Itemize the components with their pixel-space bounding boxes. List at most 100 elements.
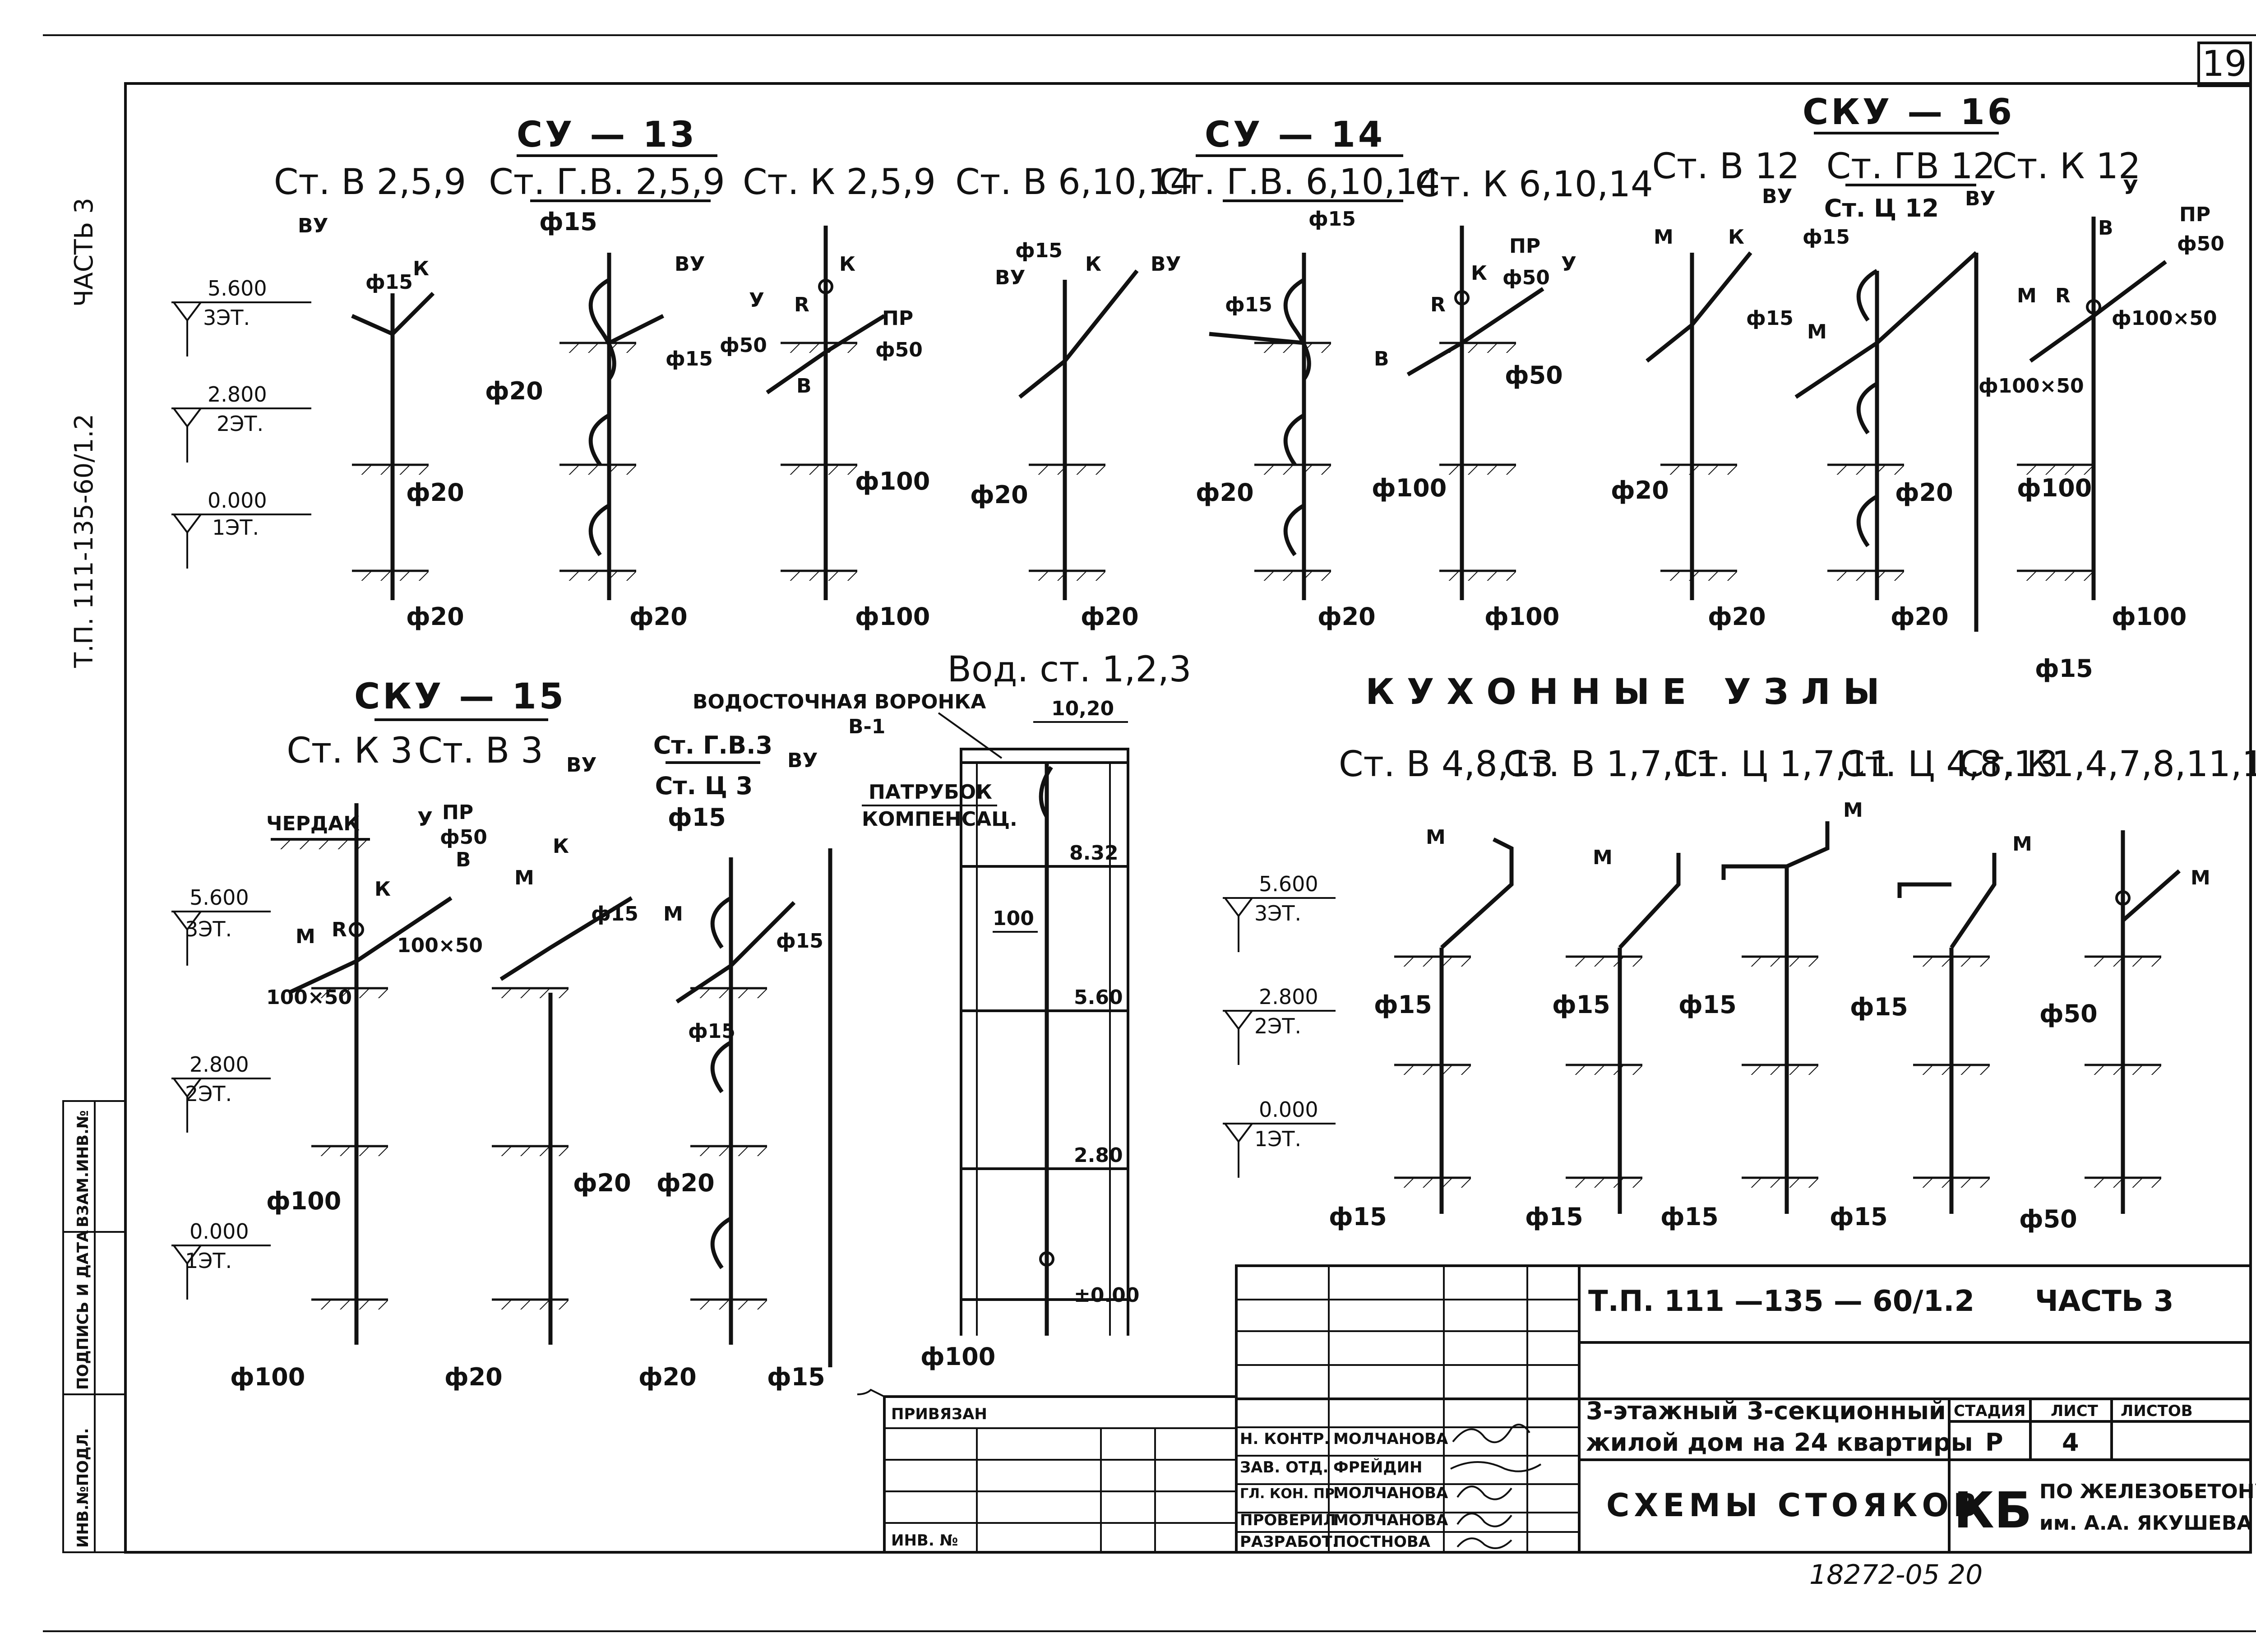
svg-text:8.32: 8.32 bbox=[1069, 842, 1119, 865]
svg-text:2.800: 2.800 bbox=[208, 382, 267, 407]
sku15-risers: ЧЕРДАК У ПР ф50 В К М R 100×50 100×50 ф1… bbox=[230, 749, 832, 1391]
svg-text:К: К bbox=[413, 257, 429, 280]
svg-text:ВУ: ВУ bbox=[298, 214, 328, 237]
riser-title: Ст. Г.В. 6,10,14 bbox=[1159, 162, 1440, 203]
svg-text:ВУ: ВУ bbox=[675, 253, 705, 276]
top-row-risers bbox=[352, 217, 2167, 632]
group-title-su13: СУ — 13 bbox=[517, 115, 697, 155]
svg-text:ф50: ф50 bbox=[875, 338, 923, 361]
riser-title: Ст. В 2,5,9 bbox=[274, 162, 466, 203]
tb-part: ЧАСТЬ 3 bbox=[2035, 1285, 2173, 1318]
svg-text:R: R bbox=[2055, 284, 2071, 307]
svg-text:ЛИСТ: ЛИСТ bbox=[2051, 1402, 2099, 1420]
svg-text:М: М bbox=[1426, 826, 1446, 849]
level-marks-top: 5.600 3ЭТ. 2.800 2ЭТ. 0.000 1ЭТ. bbox=[171, 276, 311, 569]
svg-text:ф15: ф15 bbox=[776, 930, 823, 953]
level-marks-bottom-left: 5.600 3ЭТ. 2.800 2ЭТ. 0.000 1ЭТ. bbox=[171, 885, 271, 1300]
riser-title: Ст. Г.В.3 bbox=[653, 731, 772, 759]
svg-text:ВЗАМ.ИНВ.№: ВЗАМ.ИНВ.№ bbox=[74, 1110, 92, 1227]
svg-text:К: К bbox=[1471, 262, 1487, 285]
signature bbox=[1452, 1424, 1530, 1444]
svg-text:0.000: 0.000 bbox=[190, 1219, 249, 1244]
svg-text:R: R bbox=[332, 918, 347, 941]
svg-text:R: R bbox=[794, 293, 809, 316]
top-row-labels: ВУ ф15 К ф20 ф20 ф15 ВУ ф15 ф20 ф20 У R … bbox=[298, 176, 2224, 683]
svg-text:У: У bbox=[749, 289, 764, 312]
riser-title: Ст. К 2,5,9 bbox=[743, 162, 936, 203]
svg-text:У: У bbox=[417, 808, 433, 831]
svg-text:В: В bbox=[1374, 347, 1389, 370]
riser-title: Ст. К 6,10,14 bbox=[1415, 164, 1653, 205]
group-title-sku15: СКУ — 15 bbox=[354, 676, 566, 717]
svg-text:ф100×50: ф100×50 bbox=[2112, 307, 2217, 330]
riser-title: Вод. ст. 1,2,3 bbox=[947, 649, 1191, 690]
svg-text:ф100: ф100 bbox=[1372, 474, 1447, 502]
svg-text:М: М bbox=[663, 902, 683, 925]
svg-text:ф15: ф15 bbox=[668, 803, 726, 832]
svg-text:МОЛЧАНОВА: МОЛЧАНОВА bbox=[1333, 1484, 1448, 1502]
svg-text:ЗАВ. ОТД.: ЗАВ. ОТД. bbox=[1240, 1458, 1328, 1476]
riser-title: Ст. В 4,8,13 bbox=[1339, 744, 1553, 785]
svg-text:ПР: ПР bbox=[442, 801, 473, 824]
svg-text:ф20: ф20 bbox=[573, 1169, 631, 1197]
svg-text:1ЭТ.: 1ЭТ. bbox=[1254, 1127, 1301, 1151]
svg-text:ФРЕЙДИН: ФРЕЙДИН bbox=[1333, 1458, 1423, 1476]
svg-text:2ЭТ.: 2ЭТ. bbox=[185, 1082, 232, 1106]
signature bbox=[1456, 1485, 1512, 1500]
svg-text:ИНВ.№ПОДЛ.: ИНВ.№ПОДЛ. bbox=[74, 1428, 92, 1548]
signature bbox=[1456, 1537, 1512, 1549]
side-code: Т.П. 111-135-60/1.2 bbox=[69, 414, 99, 668]
org-mark: КБ bbox=[1954, 1481, 2032, 1539]
svg-text:ф15: ф15 bbox=[1660, 1203, 1719, 1231]
svg-text:3ЭТ.: 3ЭТ. bbox=[203, 305, 250, 330]
svg-text:В: В bbox=[796, 375, 812, 398]
svg-text:ф20: ф20 bbox=[970, 481, 1028, 509]
riser-title: Ст. Ц 4,8,13 bbox=[1840, 744, 2058, 785]
tb-drawing-title: СХЕМЫ СТОЯКОВ bbox=[1606, 1487, 1982, 1524]
svg-text:М: М bbox=[1593, 846, 1613, 869]
svg-text:ф50: ф50 bbox=[1505, 361, 1563, 389]
svg-text:ф20: ф20 bbox=[406, 478, 464, 507]
svg-text:ф20: ф20 bbox=[1708, 602, 1766, 631]
svg-text:ПОСТНОВА: ПОСТНОВА bbox=[1333, 1533, 1431, 1551]
svg-text:М: М bbox=[2017, 284, 2037, 307]
svg-text:ф20: ф20 bbox=[406, 602, 464, 631]
svg-text:1ЭТ.: 1ЭТ. bbox=[212, 515, 259, 540]
svg-text:1ЭТ.: 1ЭТ. bbox=[185, 1249, 232, 1273]
svg-text:ф100: ф100 bbox=[920, 1342, 995, 1371]
riser-title: Ст. Ц 3 bbox=[655, 772, 753, 800]
riser-title: Ст. В 3 bbox=[418, 731, 543, 771]
svg-text:К: К bbox=[1728, 226, 1744, 249]
svg-text:ПРИВЯЗАН: ПРИВЯЗАН bbox=[891, 1405, 987, 1423]
svg-text:СТАДИЯ: СТАДИЯ bbox=[1954, 1402, 2025, 1420]
svg-text:0.000: 0.000 bbox=[1259, 1097, 1318, 1122]
svg-text:ЧЕРДАК: ЧЕРДАК bbox=[266, 812, 360, 835]
riser-title: Ст. Ц 1,7,11 bbox=[1674, 744, 1891, 785]
svg-text:ф20: ф20 bbox=[1081, 602, 1139, 631]
svg-text:ф15: ф15 bbox=[1678, 990, 1737, 1019]
svg-text:ПОДПИСЬ И ДАТА: ПОДПИСЬ И ДАТА bbox=[74, 1230, 92, 1390]
svg-text:М: М bbox=[2191, 866, 2210, 889]
svg-text:ф100: ф100 bbox=[230, 1363, 305, 1391]
svg-text:ф15: ф15 bbox=[365, 271, 413, 294]
tb-code: Т.П. 111 —135 — 60/1.2 bbox=[1588, 1285, 1974, 1318]
svg-text:К: К bbox=[839, 253, 855, 276]
svg-text:М: М bbox=[514, 866, 534, 889]
tb-project-2: жилой дом на 24 квартиры bbox=[1586, 1428, 1973, 1457]
svg-text:ф15: ф15 bbox=[1830, 1203, 1888, 1231]
svg-text:ф15: ф15 bbox=[1329, 1203, 1387, 1231]
svg-text:им. А.А. ЯКУШЕВА: им. А.А. ЯКУШЕВА bbox=[2039, 1512, 2252, 1535]
svg-text:10,20: 10,20 bbox=[1051, 697, 1114, 720]
svg-text:ИНВ. №: ИНВ. № bbox=[891, 1532, 958, 1550]
svg-text:К: К bbox=[1085, 253, 1101, 276]
group-title-su14: СУ — 14 bbox=[1205, 115, 1385, 155]
svg-text:КОМПЕНСАЦ.: КОМПЕНСАЦ. bbox=[862, 808, 1017, 831]
svg-text:Н. КОНТР.: Н. КОНТР. bbox=[1240, 1430, 1330, 1448]
svg-text:ф15: ф15 bbox=[1850, 993, 1908, 1021]
svg-text:ПО ЖЕЛЕЗОБЕТОНУ: ПО ЖЕЛЕЗОБЕТОНУ bbox=[2039, 1480, 2256, 1503]
svg-text:ф50: ф50 bbox=[2019, 1205, 2077, 1233]
svg-text:2.800: 2.800 bbox=[190, 1052, 249, 1077]
svg-text:ф15: ф15 bbox=[1308, 208, 1356, 231]
svg-text:ф20: ф20 bbox=[1611, 476, 1669, 504]
